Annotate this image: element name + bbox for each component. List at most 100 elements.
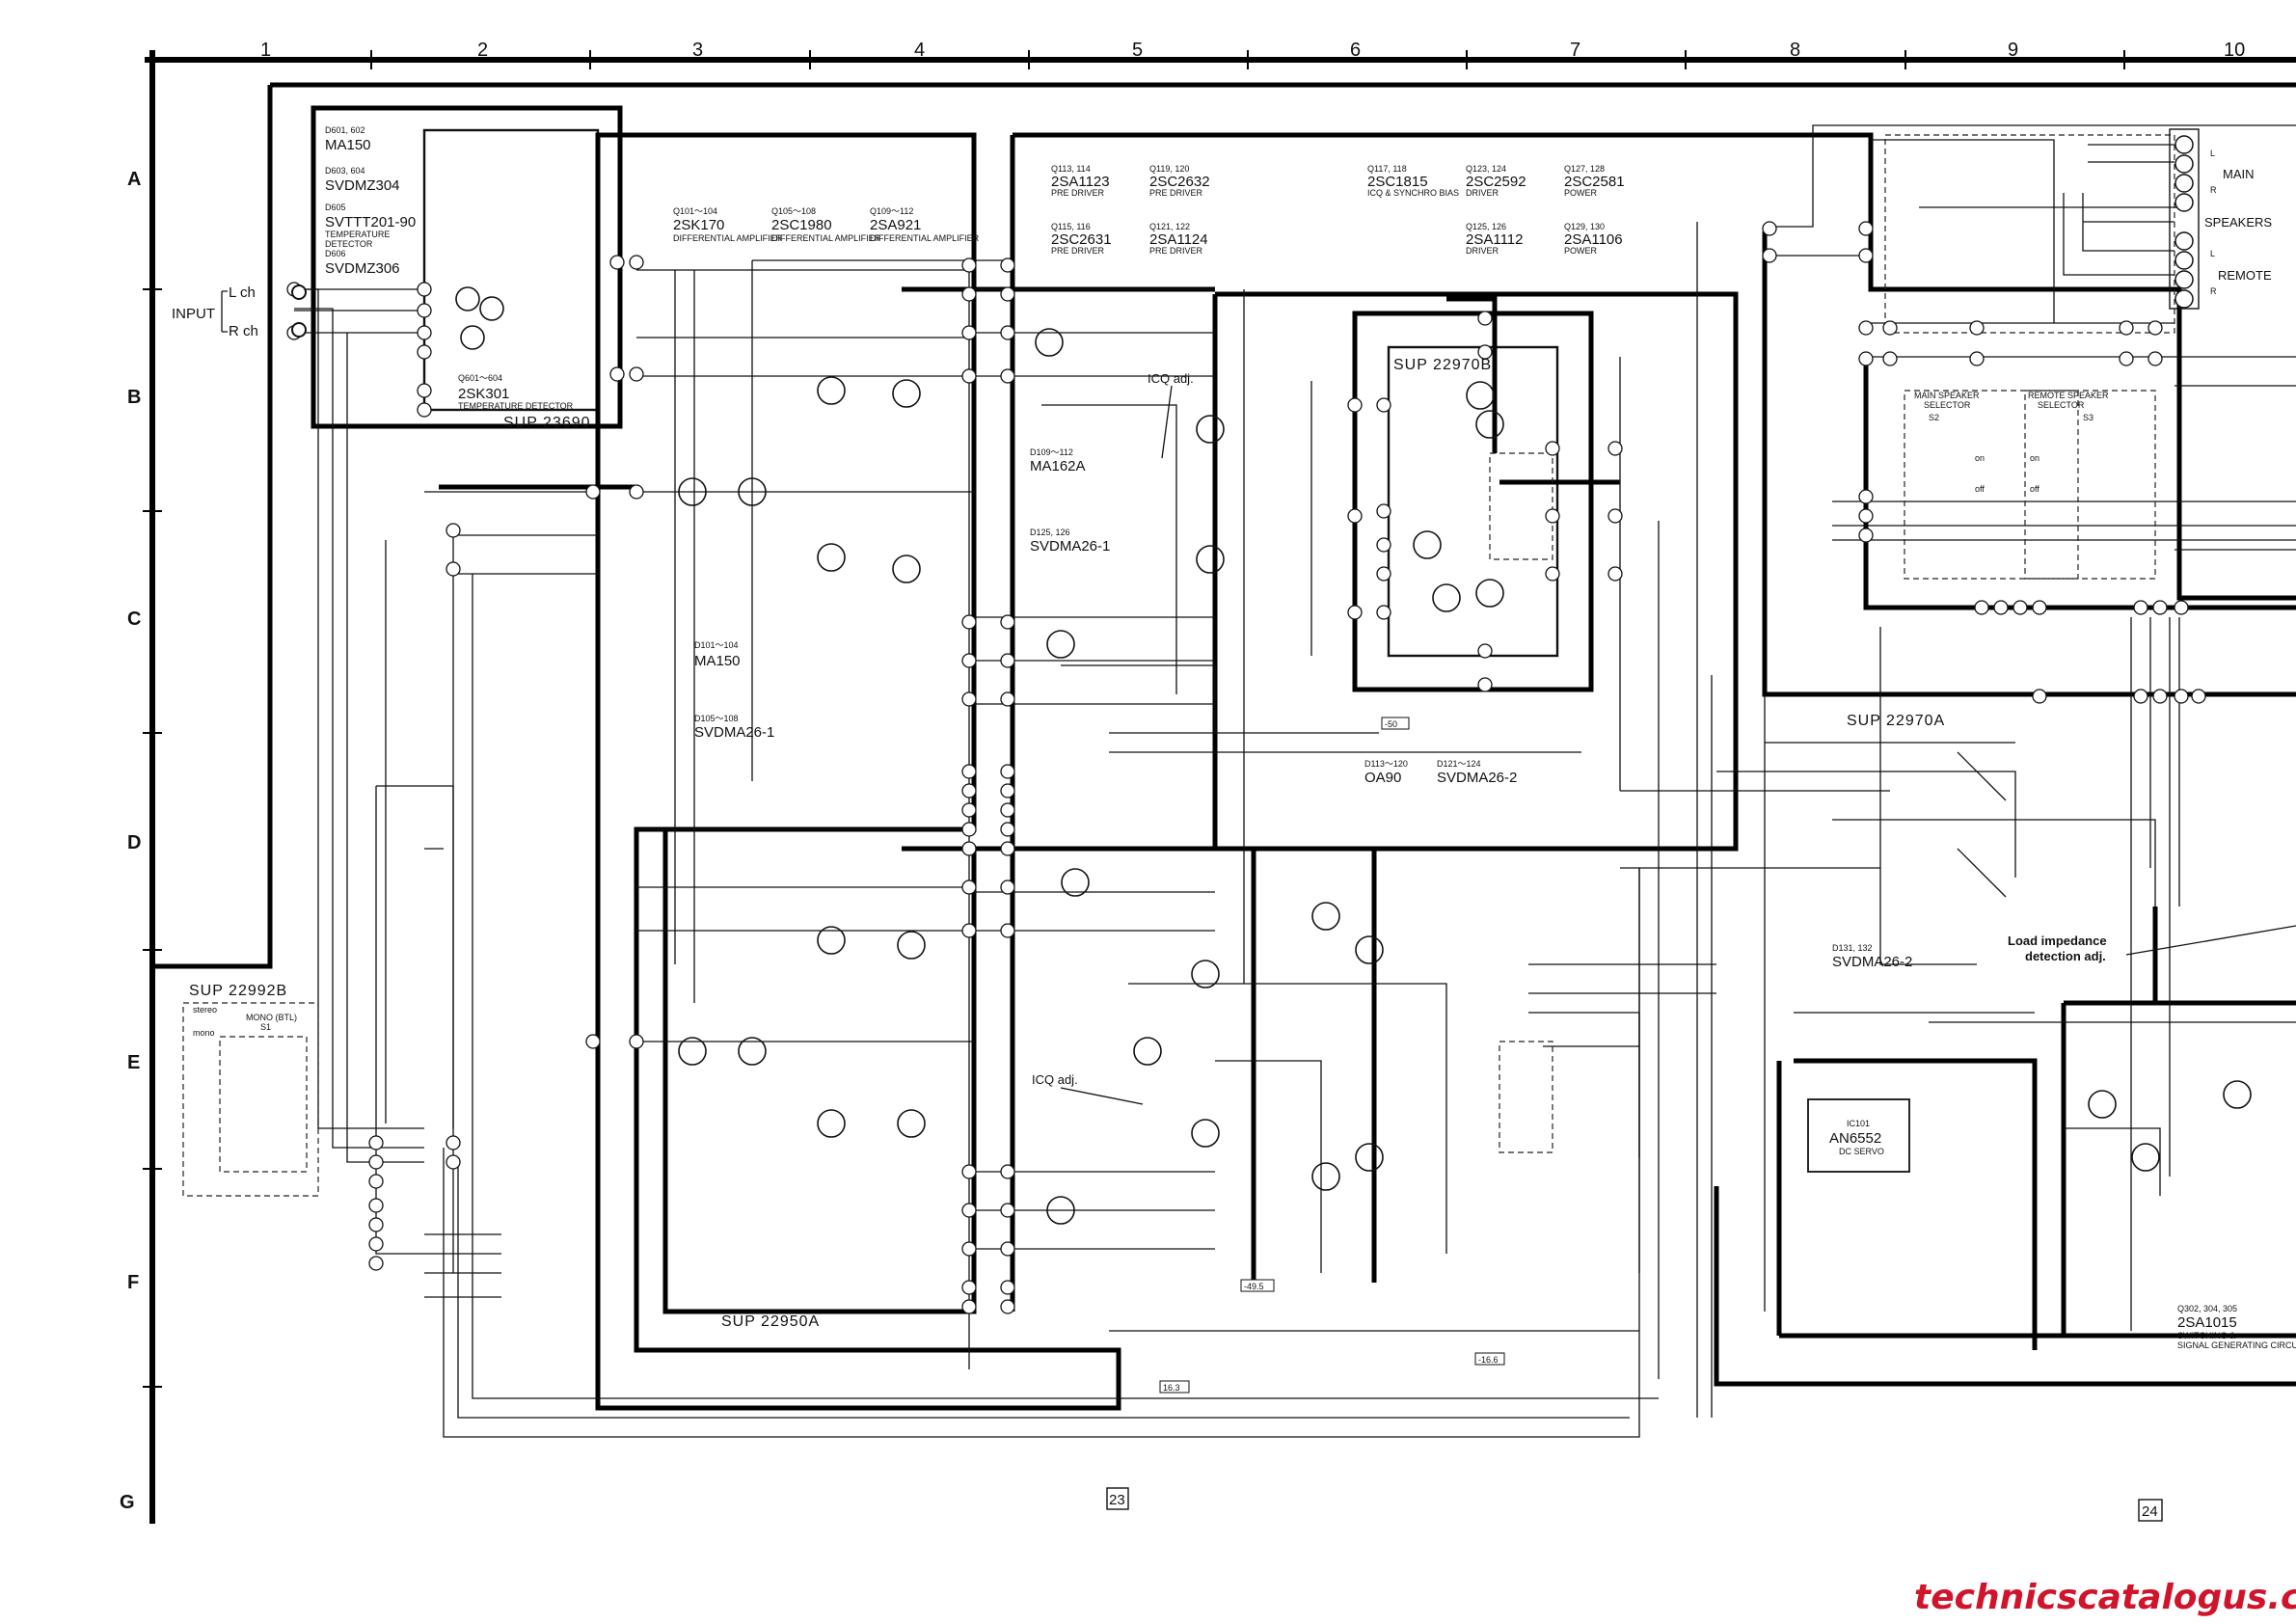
row-label: D <box>127 832 141 853</box>
driver-part: 2SA1106 <box>1564 231 1623 248</box>
watermark-text: technicscatalogus.com <box>1914 1578 2296 1617</box>
protection-line: D603, 604 <box>325 166 365 176</box>
protection-line: D605 <box>325 203 346 212</box>
q302-labels: Q302, 304, 305 2SA1015 SWITCHING & SIGNA… <box>2177 1304 2296 1350</box>
diode-part: MA162A <box>1030 458 1086 474</box>
ic101-labels: IC101 AN6552 DC SERVO <box>1829 1119 1884 1156</box>
driver-role: PRE DRIVER <box>1051 188 1105 198</box>
diode-ref: D109～112 <box>1030 447 1073 457</box>
switch-s2: S2 <box>1929 413 1939 422</box>
driver-part: 2SC2631 <box>1051 231 1112 248</box>
speakers-l: L <box>2210 249 2215 258</box>
speakers-l: L <box>2210 149 2215 158</box>
diff-amp-ref: Q109～112 <box>870 206 913 216</box>
main-selector-line: SELECTOR <box>1924 400 1971 410</box>
column-label: 3 <box>692 40 703 61</box>
voltage-label: -16.6 <box>1478 1355 1499 1365</box>
input-lch-label: L ch <box>229 284 256 301</box>
column-label: 4 <box>914 40 925 61</box>
driver-ref: Q125, 126 <box>1466 222 1506 231</box>
speakers-main: MAIN <box>2223 167 2255 181</box>
voltage-label: 16.3 <box>1163 1383 1180 1393</box>
diode-part: SVDMA26-1 <box>1030 538 1110 555</box>
load-impedance-label: Load impedance detection adj. <box>2008 925 2296 963</box>
driver-part: 2SA1112 <box>1466 231 1524 248</box>
driver-part: 2SC2581 <box>1564 174 1625 190</box>
switch-s3: S3 <box>2083 413 2093 422</box>
speaker-terminals <box>2174 135 2194 309</box>
mono-mono: mono <box>193 1028 215 1038</box>
diff-amp-role: DIFFERENTIAL AMPLIFIER <box>870 233 980 243</box>
diode-ref: D113～120 <box>1364 759 1408 769</box>
diode-ref: D125, 126 <box>1030 528 1070 537</box>
q302-role: SWITCHING & <box>2177 1331 2235 1340</box>
diode-part: SVDMA26-2 <box>1832 954 1912 970</box>
switch-off: off <box>2030 484 2039 494</box>
protection-line: MA150 <box>325 137 371 153</box>
driver-role: PRE DRIVER <box>1149 246 1203 256</box>
board-outlines <box>154 82 2296 1411</box>
remote-selector-line: SELECTOR <box>2038 400 2085 410</box>
row-label: C <box>127 609 141 630</box>
diff-amp-ref: Q105～108 <box>771 206 816 216</box>
speakers-r: R <box>2210 185 2217 195</box>
diff-amp-role: DIFFERENTIAL AMPLIFIER <box>771 233 881 243</box>
switch-on: on <box>1975 453 1985 463</box>
speakers-title: SPEAKERS <box>2204 215 2272 230</box>
diff-amp-ref: Q101～104 <box>673 206 717 216</box>
voltage-label: -49.5 <box>1244 1282 1264 1291</box>
column-label: 1 <box>260 40 271 61</box>
page-number: 24 <box>2142 1503 2158 1520</box>
icq-adj-label: ICQ adj. <box>1032 1072 1078 1087</box>
column-label: 9 <box>2008 40 2018 61</box>
driver-ref: Q123, 124 <box>1466 164 1506 174</box>
diff-amp-part: 2SA921 <box>870 217 921 233</box>
page-number: 23 <box>1109 1492 1125 1508</box>
mono-switch-labels: SUP 22992B stereo mono MONO (BTL) S1 <box>189 983 297 1038</box>
driver-role: PRE DRIVER <box>1051 246 1105 256</box>
driver-part: 2SA1123 <box>1051 174 1110 190</box>
protection-line: SVDMZ304 <box>325 177 400 194</box>
driver-ref: Q115, 116 <box>1051 222 1091 231</box>
column-labels: 1 2 3 4 5 6 7 8 9 10 <box>260 40 2245 61</box>
driver-role: POWER <box>1564 246 1598 256</box>
input-jacks <box>291 284 307 338</box>
board-label-sup22950a: SUP 22950A <box>721 1313 820 1330</box>
protection-line: DETECTOR <box>325 239 373 249</box>
protection-line: D606 <box>325 249 346 258</box>
driver-part: 2SC2592 <box>1466 174 1526 190</box>
protection-q-role: TEMPERATURE DETECTOR <box>458 401 574 411</box>
load-adj-line: Load impedance <box>2008 934 2107 948</box>
protection-line: D601, 602 <box>325 125 365 135</box>
row-label: E <box>127 1052 140 1073</box>
column-label: 8 <box>1790 40 1800 61</box>
frame <box>143 50 2296 1524</box>
row-label: G <box>120 1492 135 1513</box>
ic101-part: AN6552 <box>1829 1130 1881 1147</box>
q302-role: SIGNAL GENERATING CIRCUIT <box>2177 1340 2296 1350</box>
switch-on: on <box>2030 453 2039 463</box>
driver-ref: Q129, 130 <box>1564 222 1605 231</box>
q302-ref: Q302, 304, 305 <box>2177 1304 2237 1313</box>
driver-role: PRE DRIVER <box>1149 188 1203 198</box>
row-labels: A B C D E F G <box>120 169 141 1513</box>
ic101-role: DC SERVO <box>1839 1147 1884 1156</box>
voltage-labels: -50 -49.5 -16.6 16.3 <box>1159 717 1505 1394</box>
mono-s1: S1 <box>260 1022 271 1032</box>
speakers-r: R <box>2210 286 2217 296</box>
diode-notes: D109～112 MA162A D125, 126 SVDMA26-1 D101… <box>694 447 1912 970</box>
input-rch-label: R ch <box>229 323 258 339</box>
column-label: 2 <box>477 40 488 61</box>
voltage-label: -50 <box>1385 719 1397 729</box>
driver-role: ICQ & SYNCHRO BIAS <box>1367 188 1459 198</box>
board-label-sup22992b: SUP 22992B <box>189 983 287 999</box>
diff-amp-headers: Q101～104 2SK170 DIFFERENTIAL AMPLIFIER Q… <box>673 206 980 243</box>
column-label: 10 <box>2224 40 2245 61</box>
diode-ref: D121～124 <box>1437 759 1481 769</box>
ic101-ref: IC101 <box>1847 1119 1870 1128</box>
board-label-sup22970a: SUP 22970A <box>1847 713 1945 729</box>
driver-part: 2SC2632 <box>1149 174 1210 190</box>
column-label: 5 <box>1132 40 1143 61</box>
wires <box>294 124 2296 1438</box>
